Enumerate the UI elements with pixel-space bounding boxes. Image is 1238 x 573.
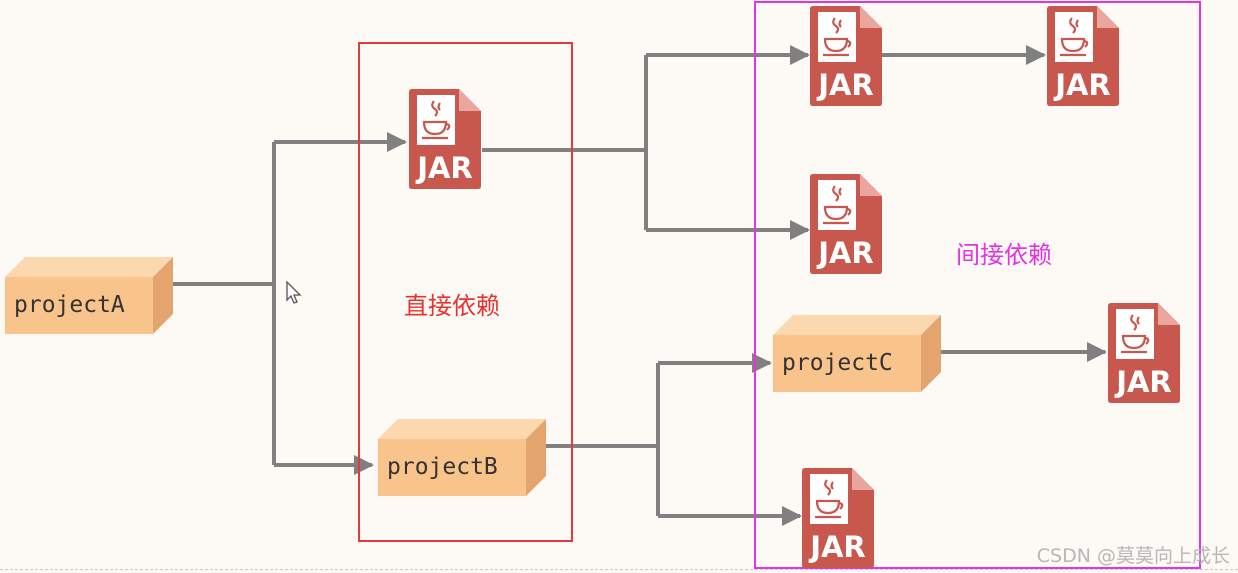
project-b-label: projectB — [387, 454, 498, 480]
indirect-dependency-region — [754, 1, 1201, 569]
project-a-node: projectA — [5, 257, 173, 334]
jar-file-icon: JAR — [810, 6, 882, 106]
jar-file-icon: JAR — [1047, 6, 1119, 106]
direct-dependency-region — [358, 42, 573, 542]
mouse-pointer-icon — [286, 281, 302, 304]
java-cup-icon — [1060, 17, 1089, 57]
java-cup-icon — [1121, 314, 1150, 354]
jar-label: JAR — [818, 236, 874, 270]
jar-file-icon: JAR — [802, 468, 874, 568]
bottom-divider — [0, 569, 1238, 570]
java-cup-icon — [823, 185, 852, 225]
jar-label: JAR — [810, 530, 866, 564]
jar-label: JAR — [818, 68, 874, 102]
direct-dependency-label: 直接依赖 — [404, 292, 500, 320]
watermark: CSDN @莫莫向上成长 — [1036, 545, 1230, 567]
project-b-node: projectB — [378, 419, 546, 496]
jar-file-icon: JAR — [810, 174, 882, 274]
jar-label: JAR — [1055, 68, 1111, 102]
java-cup-icon — [422, 100, 451, 140]
project-a-label: projectA — [14, 292, 125, 318]
indirect-dependency-label: 间接依赖 — [956, 241, 1052, 269]
jar-label: JAR — [1116, 365, 1172, 399]
jar-label: JAR — [417, 151, 473, 185]
project-c-node: projectC — [773, 315, 941, 392]
jar-file-icon: JAR — [1108, 303, 1180, 403]
project-c-label: projectC — [782, 350, 893, 376]
java-cup-icon — [823, 17, 852, 57]
java-cup-icon — [815, 479, 844, 519]
jar-file-icon: JAR — [409, 89, 481, 189]
